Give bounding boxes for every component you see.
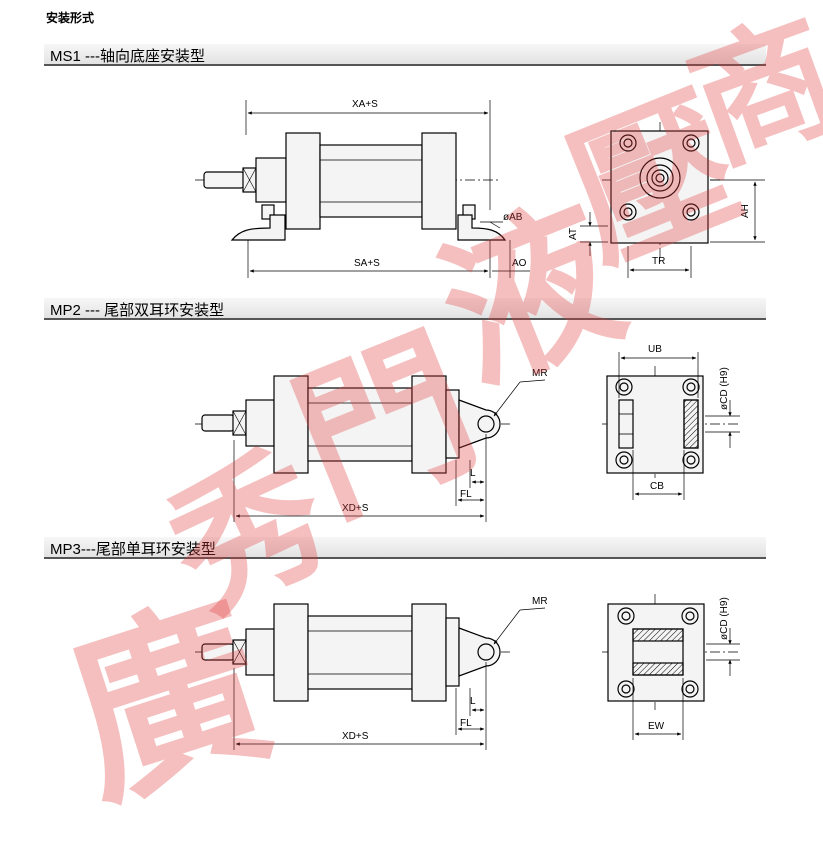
label-tr: TR: [652, 256, 665, 267]
mp2-end-dimensions: [618, 352, 740, 500]
ms1-dimensions: [245, 100, 530, 278]
label-ah: AH: [740, 204, 751, 218]
section-title-mp3: MP3---尾部单耳环安装型: [50, 541, 216, 558]
label-at: AT: [568, 228, 579, 240]
label-sa-s: SA+S: [354, 258, 380, 269]
label-mr-mp3: MR: [532, 596, 548, 607]
ms1-end-view: [602, 122, 722, 262]
section-title-ms1: MS1 ---轴向底座安装型: [50, 48, 205, 65]
label-xa-s: XA+S: [352, 99, 378, 110]
section-title-mp2: MP2 --- 尾部双耳环安装型: [50, 302, 225, 319]
label-l-mp3: L: [470, 696, 476, 707]
label-cd: øCD (H9): [719, 367, 730, 410]
section-header-mp3: MP3---尾部单耳环安装型: [44, 537, 766, 559]
label-ao: AO: [512, 258, 527, 269]
mp3-side-view: [195, 603, 510, 702]
mp3-end-view: [602, 594, 740, 710]
mp2-dimensions: [233, 379, 546, 522]
section-header-mp2: MP2 --- 尾部双耳环安装型: [44, 298, 766, 320]
label-cd-mp3: øCD (H9): [719, 597, 730, 640]
mp3-dimensions: [233, 607, 546, 750]
section-header-ms1: MS1 ---轴向底座安装型: [44, 44, 766, 66]
label-fl-mp3: FL: [460, 718, 472, 729]
label-ab: øAB: [503, 212, 523, 223]
mp2-end-view: [602, 366, 740, 478]
label-cb: CB: [650, 481, 664, 492]
label-fl: FL: [460, 489, 472, 500]
label-ub: UB: [648, 344, 662, 355]
label-l: L: [470, 468, 476, 479]
label-ew: EW: [648, 721, 665, 732]
mp3-end-dimensions: [632, 628, 740, 740]
mp2-side-view: [195, 375, 510, 474]
page-title: 安装形式: [46, 11, 95, 25]
label-mr: MR: [532, 368, 548, 379]
mounting-drawings: XA+S SA+S øAB AO AT AH TR: [195, 99, 765, 750]
label-xd-s: XD+S: [342, 503, 369, 514]
ms1-end-dimensions: [580, 179, 765, 278]
ms1-side-view: [195, 132, 507, 241]
label-xd-s-mp3: XD+S: [342, 731, 369, 742]
